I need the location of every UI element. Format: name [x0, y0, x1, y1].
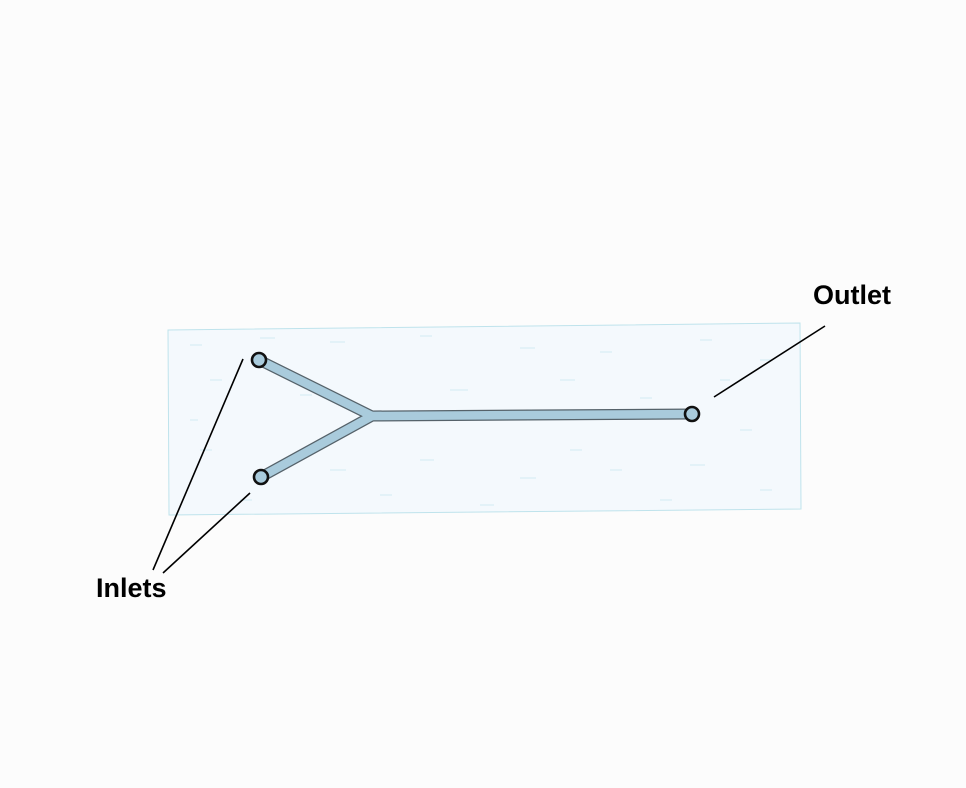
inlet-channel-upper [254, 355, 377, 421]
main-channel [367, 409, 697, 421]
outlet-label: Outlet [813, 280, 891, 310]
outlet-port [683, 405, 701, 423]
inlets-label: Inlets [96, 573, 167, 603]
chip-texture [190, 335, 772, 506]
inlet-leader-upper [152, 358, 244, 571]
inlet-port-lower [252, 468, 270, 486]
outlet-leader [713, 325, 826, 398]
channel-network [253, 354, 698, 483]
inlet-channel-lower [256, 411, 377, 482]
inlet-port-upper [250, 351, 268, 369]
inlet-leader-lower [162, 492, 251, 574]
